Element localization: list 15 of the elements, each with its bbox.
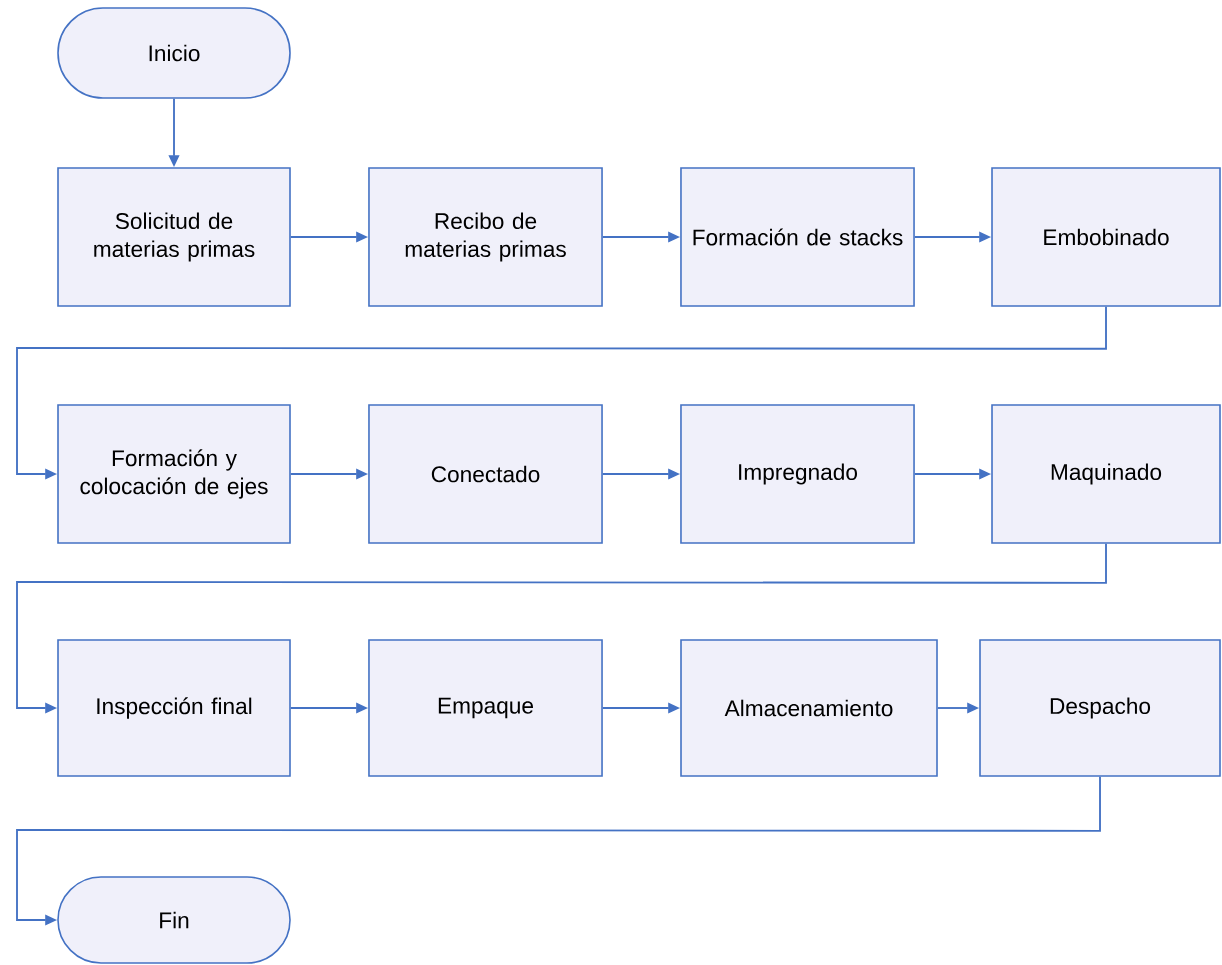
process-box: Inspección final [57,639,291,777]
process-box: Almacenamiento [680,639,938,777]
arrow [16,305,1107,480]
process-box: Solicitud de materias primas [57,167,291,307]
process-box: Despacho [979,639,1221,777]
process-box: Maquinado [991,404,1221,544]
arrow [16,542,1107,714]
process-box: Formación y colocación de ejes [57,404,291,544]
process-box: Formación de stacks [680,167,915,307]
process-box: Recibo de materias primas [368,167,603,307]
process-box: Empaque [368,639,603,777]
process-box: Conectado [368,404,603,544]
arrow [16,775,1101,926]
process-box: Impregnado [680,404,915,544]
process-box: Embobinado [991,167,1221,307]
